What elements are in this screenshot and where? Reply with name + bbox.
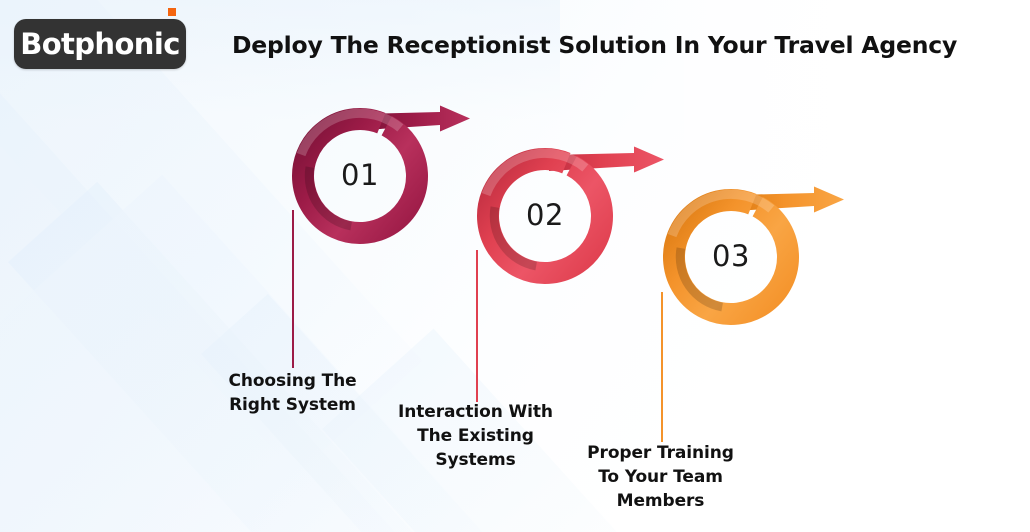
- step-01: 01: [280, 94, 484, 260]
- brand-logo-dot-icon: [168, 8, 176, 16]
- step-02-caption-line-1: Interaction With: [398, 402, 553, 422]
- step-02: 02: [465, 134, 678, 300]
- step-02-connector-line: [476, 250, 478, 402]
- step-01-ring: [292, 108, 428, 244]
- step-02-ring-highlight: [481, 148, 589, 197]
- brand-logo: Botphonic: [14, 8, 186, 69]
- step-01-caption-line-2: Right System: [229, 395, 356, 416]
- brand-logo-text: Botphonic: [20, 26, 180, 61]
- step-02-caption-line-2: The Existing: [417, 426, 534, 447]
- step-02-number: 02: [526, 198, 564, 232]
- step-03-caption-line-3: Members: [616, 491, 705, 512]
- step-02-ring-arrow-icon: [477, 146, 664, 284]
- step-01-caption-line-1: Choosing The: [228, 371, 357, 391]
- step-03-connector-line: [661, 292, 663, 442]
- step-03: 03: [651, 175, 858, 341]
- step-03-ring-arrow-icon: [663, 186, 844, 325]
- step-01-connector-line: [292, 210, 294, 368]
- step-01-ring-highlight: [296, 108, 404, 157]
- step-01-ring-shadow: [304, 166, 353, 231]
- step-03-ring: [663, 189, 799, 325]
- step-03-ring-highlight: [667, 189, 775, 238]
- step-02-ring: [477, 148, 613, 284]
- step-03-ring-shadow: [675, 247, 724, 312]
- step-03-caption-line-2: To Your Team: [598, 467, 723, 488]
- step-01-number: 01: [341, 158, 379, 192]
- page-title: Deploy The Receptionist Solution In Your…: [232, 31, 958, 59]
- step-02-caption-line-3: Systems: [435, 450, 516, 471]
- step-03-number: 03: [712, 239, 750, 273]
- step-02-ring-shadow: [489, 206, 538, 271]
- step-01-ring-arrow-icon: [292, 105, 470, 244]
- step-03-caption-line-1: Proper Training: [587, 443, 734, 463]
